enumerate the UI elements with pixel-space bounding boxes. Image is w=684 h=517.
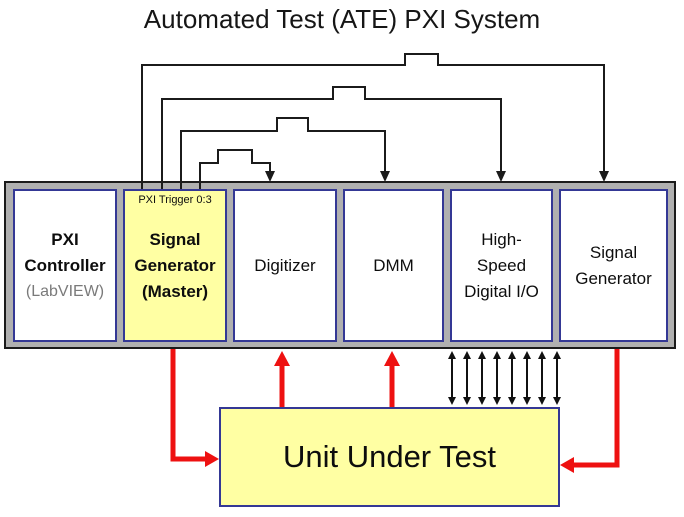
module-pxi-controller: PXI Controller (LabVIEW) (13, 189, 117, 342)
trigger-line-to-dmm (180, 117, 386, 189)
diagram-title: Automated Test (ATE) PXI System (143, 4, 541, 34)
module-sublabel: (LabVIEW) (25, 282, 105, 300)
double-arrow-icon (448, 351, 456, 405)
module-label-line: High- (481, 229, 522, 249)
module-label-line: PXI (51, 229, 79, 249)
master-to-uut-path (170, 349, 206, 462)
module-label-line: Signal (589, 242, 638, 262)
double-arrow-icon (508, 351, 516, 405)
double-arrow-icon (463, 351, 471, 405)
arrowhead-left-icon (560, 457, 574, 473)
signal-generator-to-uut-path (573, 349, 620, 468)
module-label-line: (Master) (141, 281, 209, 301)
module-digitizer: Digitizer (233, 189, 337, 342)
double-arrow-icon (478, 351, 486, 405)
module-label-line: Signal (149, 229, 201, 249)
module-label-line: Generator (134, 255, 216, 275)
double-arrow-icon (493, 351, 501, 405)
double-arrow-icon (553, 351, 561, 405)
arrowhead-up-icon (384, 351, 400, 366)
trigger-line-to-signal-generator (141, 53, 605, 189)
module-signal-generator: Signal Generator (559, 189, 668, 342)
module-label-line: Speed (476, 255, 527, 275)
module-label-line: Digital I/O (464, 281, 539, 301)
unit-under-test-label: Unit Under Test (282, 439, 497, 474)
module-signal-generator-master: PXI Trigger 0:3 Signal Generator (Master… (123, 189, 227, 342)
double-arrow-icon (538, 351, 546, 405)
module-label-line: Digitizer (254, 255, 316, 275)
pxi-chassis: PXI Controller (LabVIEW) PXI Trigger 0:3… (4, 181, 676, 349)
pxi-trigger-badge: PXI Trigger 0:3 (138, 194, 212, 206)
module-dmm: DMM (343, 189, 444, 342)
double-arrow-icon (523, 351, 531, 405)
module-label-line: DMM (373, 255, 414, 275)
arrowhead-up-icon (274, 351, 290, 366)
digital-io-arrows (448, 351, 561, 405)
unit-under-test-box: Unit Under Test (219, 407, 560, 507)
module-label-line: Controller (24, 255, 106, 275)
trigger-lines (141, 53, 605, 189)
arrowhead-right-icon (205, 451, 219, 467)
trigger-line-to-high-speed-digital-io (161, 86, 502, 189)
module-label-line: Generator (575, 268, 652, 288)
module-high-speed-digital-io: High- Speed Digital I/O (450, 189, 553, 342)
